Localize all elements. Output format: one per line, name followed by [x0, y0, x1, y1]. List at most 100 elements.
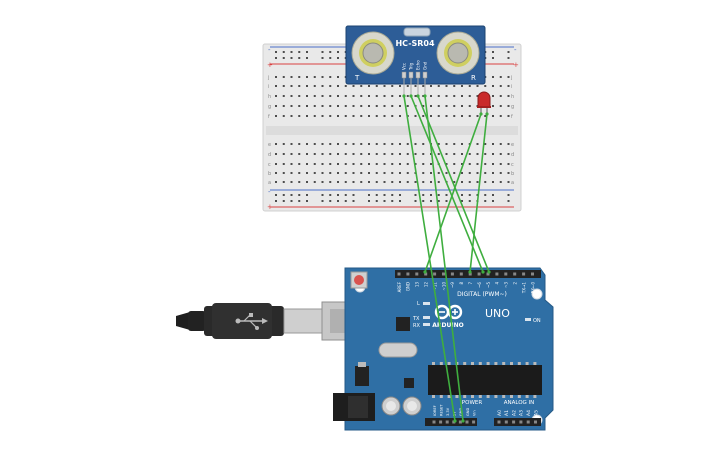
terminal-hole[interactable]	[414, 95, 417, 97]
digital-pin-socket[interactable]	[406, 272, 410, 276]
terminal-hole[interactable]	[360, 115, 363, 117]
rail-hole[interactable]	[399, 200, 401, 202]
terminal-hole[interactable]	[399, 85, 401, 87]
terminal-hole[interactable]	[399, 181, 401, 183]
rail-hole[interactable]	[437, 194, 440, 196]
terminal-hole[interactable]	[468, 85, 471, 87]
terminal-hole[interactable]	[360, 181, 363, 183]
rail-hole[interactable]	[492, 200, 494, 202]
rail-hole[interactable]	[298, 194, 301, 196]
terminal-hole[interactable]	[437, 115, 440, 117]
analog-pin-socket[interactable]	[512, 420, 516, 424]
rail-hole[interactable]	[422, 194, 425, 196]
rail-hole[interactable]	[282, 57, 285, 59]
terminal-hole[interactable]	[507, 181, 510, 183]
terminal-hole[interactable]	[453, 85, 456, 87]
terminal-hole[interactable]	[290, 172, 293, 174]
terminal-hole[interactable]	[461, 172, 463, 174]
terminal-hole[interactable]	[344, 163, 347, 165]
terminal-hole[interactable]	[360, 143, 363, 145]
analog-pin-socket[interactable]	[497, 420, 501, 424]
terminal-hole[interactable]	[476, 143, 479, 145]
terminal-hole[interactable]	[275, 172, 277, 174]
terminal-hole[interactable]	[344, 85, 347, 87]
terminal-hole[interactable]	[445, 172, 448, 174]
terminal-hole[interactable]	[368, 143, 370, 145]
terminal-hole[interactable]	[290, 181, 293, 183]
terminal-hole[interactable]	[422, 163, 425, 165]
terminal-hole[interactable]	[360, 172, 363, 174]
rail-hole[interactable]	[375, 200, 378, 202]
terminal-hole[interactable]	[437, 172, 440, 174]
terminal-hole[interactable]	[337, 85, 339, 87]
terminal-hole[interactable]	[391, 163, 394, 165]
rail-hole[interactable]	[383, 200, 386, 202]
digital-pin-socket[interactable]	[495, 272, 499, 276]
digital-pin-socket[interactable]	[486, 272, 490, 276]
terminal-hole[interactable]	[298, 85, 301, 87]
terminal-hole[interactable]	[499, 95, 502, 97]
terminal-hole[interactable]	[368, 163, 370, 165]
terminal-hole[interactable]	[313, 143, 316, 145]
rail-hole[interactable]	[275, 200, 277, 202]
terminal-hole[interactable]	[275, 85, 277, 87]
terminal-hole[interactable]	[282, 76, 285, 78]
sensor-pin-gnd[interactable]	[422, 71, 428, 79]
digital-pin-socket[interactable]	[415, 272, 419, 276]
terminal-hole[interactable]	[313, 153, 316, 155]
terminal-hole[interactable]	[290, 163, 293, 165]
rail-hole[interactable]	[337, 57, 339, 59]
terminal-hole[interactable]	[414, 115, 417, 117]
rail-hole[interactable]	[344, 200, 347, 202]
terminal-hole[interactable]	[275, 105, 277, 107]
terminal-hole[interactable]	[484, 85, 487, 87]
terminal-hole[interactable]	[368, 105, 370, 107]
terminal-hole[interactable]	[383, 95, 386, 97]
terminal-hole[interactable]	[313, 181, 316, 183]
terminal-hole[interactable]	[399, 105, 401, 107]
digital-pin-socket[interactable]	[424, 272, 428, 276]
terminal-hole[interactable]	[445, 143, 448, 145]
terminal-hole[interactable]	[437, 181, 440, 183]
wire-led-to-gnd[interactable]	[424, 113, 482, 273]
terminal-hole[interactable]	[298, 181, 301, 183]
terminal-hole[interactable]	[399, 153, 401, 155]
digital-header-pins[interactable]	[397, 272, 535, 276]
rail-hole[interactable]	[337, 51, 339, 53]
terminal-hole[interactable]	[337, 163, 339, 165]
terminal-hole[interactable]	[375, 95, 378, 97]
terminal-hole[interactable]	[507, 163, 510, 165]
terminal-hole[interactable]	[461, 143, 463, 145]
terminal-hole[interactable]	[499, 143, 502, 145]
terminal-hole[interactable]	[453, 153, 456, 155]
terminal-hole[interactable]	[282, 143, 285, 145]
terminal-hole[interactable]	[499, 105, 502, 107]
terminal-hole[interactable]	[298, 76, 301, 78]
terminal-hole[interactable]	[329, 163, 332, 165]
terminal-hole[interactable]	[499, 181, 502, 183]
terminal-hole[interactable]	[461, 181, 463, 183]
terminal-hole[interactable]	[321, 85, 324, 87]
terminal-hole[interactable]	[468, 153, 471, 155]
rail-hole[interactable]	[375, 194, 378, 196]
terminal-hole[interactable]	[344, 153, 347, 155]
rail-hole[interactable]	[321, 200, 324, 202]
terminal-hole[interactable]	[337, 95, 339, 97]
rail-hole[interactable]	[399, 194, 401, 196]
terminal-hole[interactable]	[399, 115, 401, 117]
rail-hole[interactable]	[321, 57, 324, 59]
digital-pin-socket[interactable]	[442, 272, 445, 276]
terminal-hole[interactable]	[445, 153, 448, 155]
rail-hole[interactable]	[321, 194, 324, 196]
terminal-hole[interactable]	[306, 95, 308, 97]
rail-hole[interactable]	[430, 200, 432, 202]
terminal-hole[interactable]	[383, 105, 386, 107]
terminal-hole[interactable]	[383, 181, 386, 183]
terminal-hole[interactable]	[399, 163, 401, 165]
terminal-hole[interactable]	[306, 115, 308, 117]
terminal-hole[interactable]	[422, 85, 425, 87]
terminal-hole[interactable]	[507, 85, 510, 87]
rail-hole[interactable]	[391, 200, 394, 202]
rail-hole[interactable]	[306, 57, 308, 59]
terminal-hole[interactable]	[453, 143, 456, 145]
